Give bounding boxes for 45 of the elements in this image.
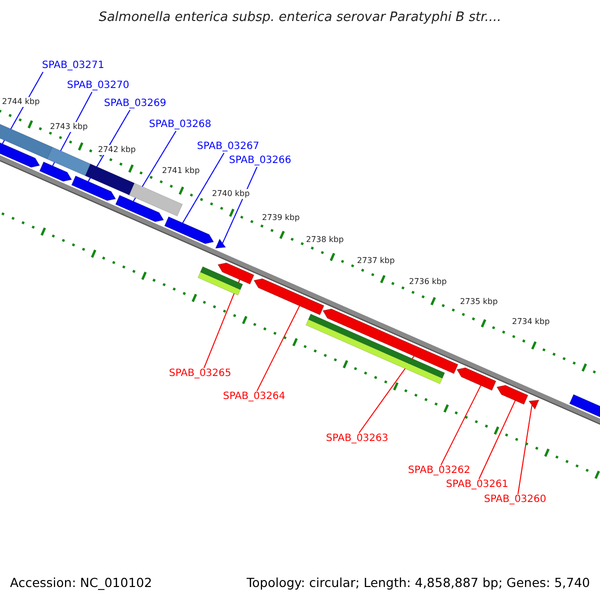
gene-feature xyxy=(322,308,458,374)
gene-feature xyxy=(39,161,72,182)
gene-feature xyxy=(215,238,226,249)
leader-line xyxy=(222,166,258,244)
leader-line xyxy=(256,305,300,392)
scale-label: 2738 kbp xyxy=(306,235,344,245)
gene-label: SPAB_03261 xyxy=(446,479,508,491)
scale-label: 2739 kbp xyxy=(262,213,300,223)
title: Salmonella enterica subsp. enterica serovar Paratyphi B str.... xyxy=(98,10,502,25)
scale-label: 2740 kbp xyxy=(212,189,250,199)
gene-feature xyxy=(217,262,254,284)
leader-line xyxy=(358,356,415,434)
gene-feature xyxy=(456,367,496,391)
scale-label: 2743 kbp xyxy=(50,122,88,132)
leader-line xyxy=(478,400,516,480)
scale-label: 2744 kbp xyxy=(2,97,40,107)
gene-feature xyxy=(528,400,540,410)
scale-label: 2737 kbp xyxy=(357,256,395,266)
leader-line xyxy=(182,152,224,224)
leader-line xyxy=(518,404,532,494)
gene-feature xyxy=(164,216,214,244)
gene-label: SPAB_03260 xyxy=(484,494,546,506)
gene-feature xyxy=(496,384,528,405)
gene-label: SPAB_03265 xyxy=(169,368,232,380)
gene-label: SPAB_03268 xyxy=(149,119,212,131)
scale-label: 2741 kbp xyxy=(162,166,200,176)
scale-label: 2735 kbp xyxy=(460,297,498,307)
gene-label: SPAB_03263 xyxy=(326,433,388,445)
gene-label: SPAB_03269 xyxy=(104,98,166,110)
scale-label: 2736 kbp xyxy=(409,277,447,287)
gene-label: SPAB_03271 xyxy=(42,60,104,72)
scale-label: 2742 kbp xyxy=(98,145,136,155)
gene-label: SPAB_03266 xyxy=(229,155,292,167)
gene-feature xyxy=(71,176,116,201)
gene-feature xyxy=(115,194,164,222)
footer-text: Accession: NC_010102 xyxy=(10,575,152,590)
gene-label: SPAB_03267 xyxy=(197,141,260,153)
footer-text: Topology: circular; Length: 4,858,887 bp; Genes: 5,740 xyxy=(246,575,590,590)
gene-label: SPAB_03264 xyxy=(223,391,286,403)
gene-feature xyxy=(253,278,324,316)
leader-line xyxy=(440,384,482,466)
leader-line xyxy=(204,279,240,368)
scale-label: 2734 kbp xyxy=(512,317,550,327)
gene-label: SPAB_03262 xyxy=(408,465,470,477)
gene-label: SPAB_03270 xyxy=(67,80,130,92)
